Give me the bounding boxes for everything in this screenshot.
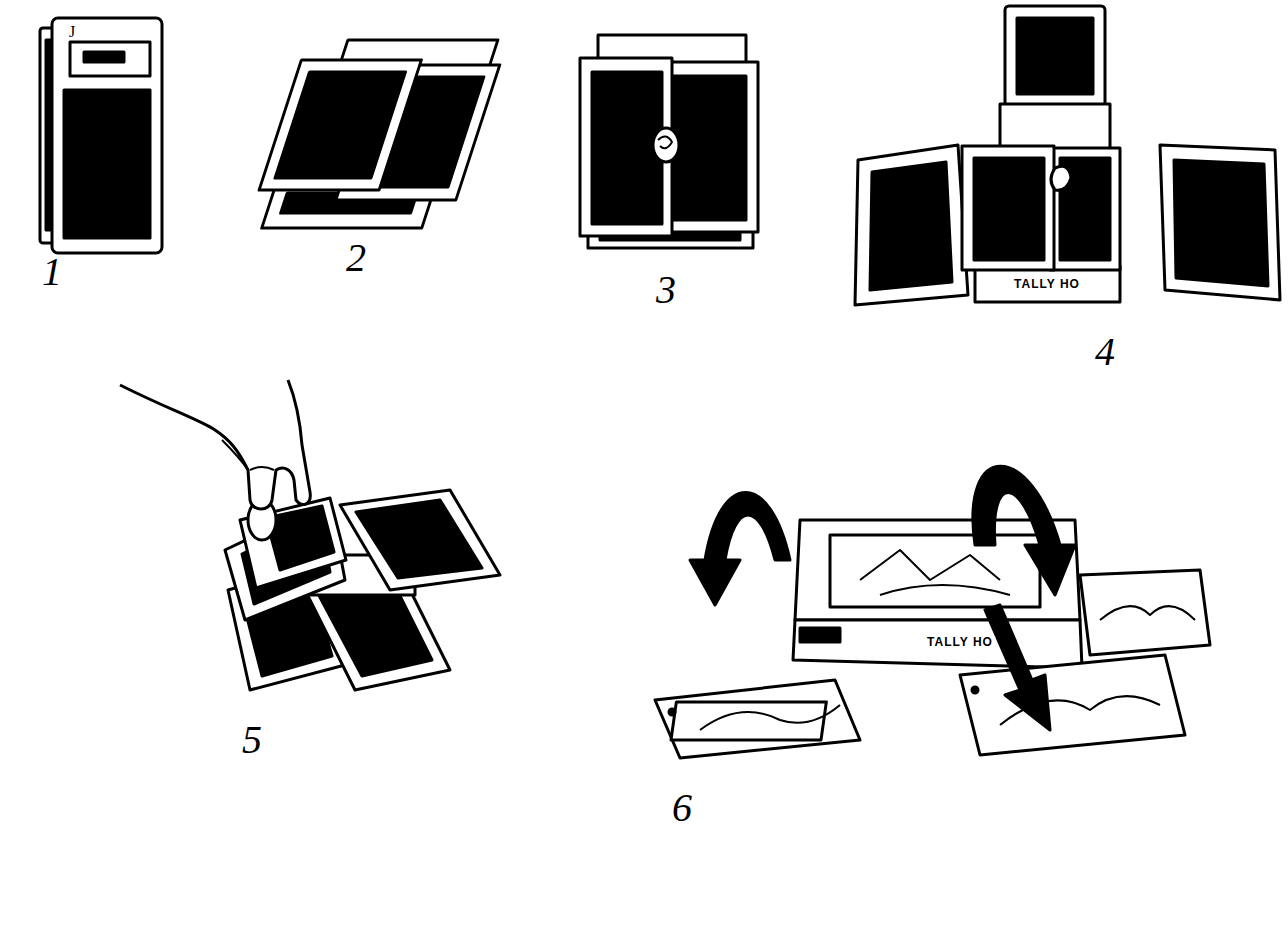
figure-6	[655, 466, 1210, 758]
figure-5	[120, 380, 500, 690]
figure-number: 5	[242, 720, 262, 760]
figure-number: 6	[672, 788, 692, 828]
figure-2	[247, 40, 508, 228]
figure-number: 1	[42, 252, 62, 292]
figure-number: 4	[1095, 332, 1115, 372]
figure-number: 3	[656, 270, 676, 310]
figure-1	[40, 18, 162, 253]
box-brand-text: TALLY HO	[925, 636, 995, 648]
figure-4	[855, 6, 1280, 305]
box-brand-text: TALLY HO	[1012, 278, 1082, 290]
figure-3	[580, 35, 758, 248]
card-index: J	[69, 24, 75, 40]
figure-number: 2	[346, 238, 366, 278]
